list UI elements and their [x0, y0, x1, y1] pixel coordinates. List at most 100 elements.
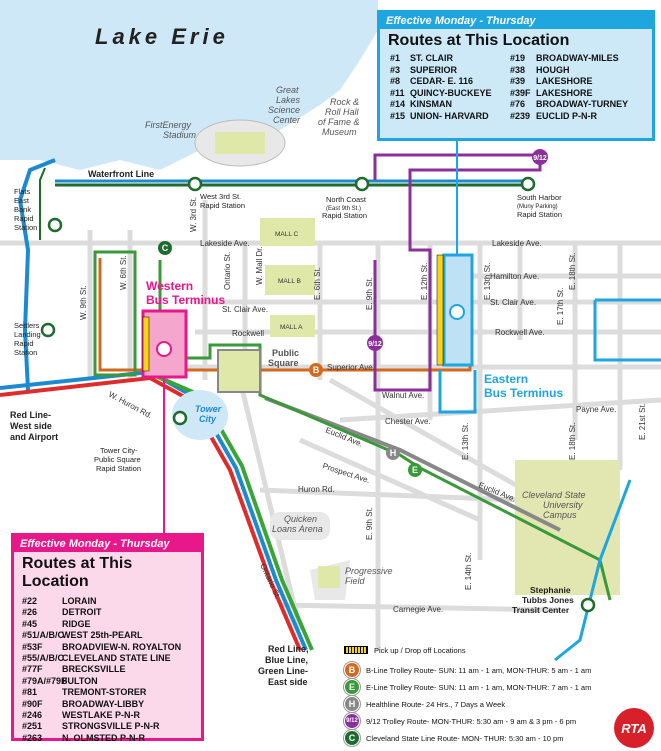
route-name: CEDAR- E. 116 — [410, 76, 474, 87]
eastern-routes-panel: Effective Monday - Thursday Routes at Th… — [377, 10, 655, 141]
route-name: TREMONT-STORER — [62, 687, 147, 698]
e13th-n: E. 13th St. — [483, 263, 492, 300]
huron: Huron Rd. — [298, 485, 334, 494]
route-name: HOUGH — [536, 64, 570, 75]
e14th: E. 14th St. — [464, 553, 473, 590]
route-number: #246 — [22, 710, 43, 721]
route-number: #3 — [390, 64, 401, 75]
stclair-w: St. Clair Ave. — [222, 305, 268, 314]
route-name: QUINCY-BUCKEYE — [410, 87, 492, 98]
tower-city-label-1: Tower — [195, 404, 222, 414]
payne: Payne Ave. — [576, 405, 616, 414]
w6th: W. 6th St. — [119, 255, 128, 290]
rock-label-2: Roll Hall — [325, 107, 360, 117]
eastern-terminus-box — [442, 253, 474, 367]
route-name: N. OLMSTED P-N-R — [62, 732, 145, 743]
route-name: DETROIT — [62, 607, 102, 618]
eastern-terminus-1: Eastern — [484, 372, 528, 386]
route-number: #39 — [510, 76, 526, 87]
west-effective-banner: Effective Monday - Thursday — [14, 536, 201, 552]
w3rd-station-1: West 3rd St. — [200, 192, 241, 201]
rock-label-4: Museum — [322, 127, 357, 137]
firstenergy-label-2: Stadium — [163, 130, 197, 140]
legend-item-text: Cleveland State Line Route- MON- THUR: 5… — [366, 733, 564, 743]
rockwell-w: Rockwell — [232, 329, 264, 338]
route-name: LORAIN — [62, 596, 97, 606]
redline-west-3: and Airport — [10, 432, 58, 442]
legend-item-text: B-Line Trolley Route- SUN: 11 am - 1 am,… — [366, 665, 592, 675]
e9th-s: E. 9th St. — [365, 507, 374, 540]
legend-item-text: E-Line Trolley Route- SUN: 11 am - 1 am,… — [366, 682, 592, 692]
chester: Chester Ave. — [385, 417, 431, 426]
lakeside-w: Lakeside Ave. — [200, 239, 250, 248]
route-name: EUCLID P-N-R — [536, 110, 597, 121]
redline-east-1: Red Line, — [268, 644, 309, 654]
science-label-2: Lakes — [276, 95, 301, 105]
svg-text:B: B — [313, 365, 320, 375]
route-number: #76 — [510, 99, 526, 110]
route-name: UNION- HARVARD — [410, 110, 489, 121]
route-number: #45 — [22, 618, 38, 629]
e13th-s: E. 13th St. — [461, 423, 470, 460]
science-label-3: Science — [268, 105, 300, 115]
flats-1: Flats — [14, 187, 31, 196]
quicken-label-1: Quicken — [284, 514, 317, 524]
mall-c — [260, 218, 315, 246]
route-number: #79A/#79B — [22, 675, 68, 686]
route-number: #90F — [22, 698, 43, 709]
e18th-s: E. 18th St. — [568, 423, 577, 460]
public-square-1: Public — [272, 348, 299, 358]
route-number: #22 — [22, 596, 38, 606]
mall-b-label: MALL B — [278, 278, 301, 285]
csu-label-2: University — [543, 500, 583, 510]
stephanie-1: Stephanie — [530, 585, 571, 595]
flats-2: East — [14, 196, 30, 205]
route-number: #51/A/B/C — [22, 630, 65, 641]
route-number: #39F — [510, 87, 531, 98]
mall-a — [270, 315, 315, 337]
route-number: #77F — [22, 664, 43, 675]
progressive-label-1: Progressive — [345, 566, 393, 576]
w-huron: W. Huron Rd. — [107, 390, 154, 420]
western-terminus-2: Bus Terminus — [146, 293, 225, 307]
e21st: E. 21st St. — [638, 403, 647, 440]
csu-label-1: Cleveland State — [522, 490, 586, 500]
settlers-3: Rapid — [14, 339, 34, 348]
route-number: #8 — [390, 76, 401, 87]
svg-text:E: E — [412, 465, 418, 475]
route-number: #251 — [22, 721, 43, 732]
route-number: #81 — [22, 687, 38, 698]
svg-text:C: C — [162, 243, 169, 253]
settlers-1: Settlers — [14, 321, 40, 330]
waterfront-line-label: Waterfront Line — [88, 169, 154, 179]
redline-east-4: East side — [268, 677, 308, 687]
route-name: CLEVELAND STATE LINE — [62, 653, 171, 664]
superior: Superior Ave. — [327, 363, 375, 372]
lakeside-e: Lakeside Ave. — [492, 239, 542, 248]
ontario-n: Ontario St. — [223, 252, 232, 290]
route-name: LAKESHORE — [536, 87, 593, 98]
svg-text:H: H — [390, 448, 397, 458]
quicken-label-2: Loans Arena — [272, 524, 323, 534]
stephanie-2: Tubbs Jones — [522, 595, 574, 605]
quicken-arena — [270, 512, 330, 540]
route-name: LAKESHORE — [536, 76, 593, 87]
settlers-4: Station — [14, 348, 37, 357]
rapid-stations — [40, 176, 596, 613]
tower-station-1: Tower City- — [100, 446, 138, 455]
route-name: RIDGE — [62, 618, 91, 629]
legend-item-text: 9/12 Trolley Route- MON-THUR: 5:30 am - … — [366, 716, 577, 726]
rta-logo: RTA — [614, 708, 654, 748]
northcoast-2: (East 9th St.) — [326, 206, 361, 212]
e18th-n: E. 18th St. — [568, 253, 577, 290]
svg-text:9/12: 9/12 — [533, 155, 547, 162]
prospect: Prospect Ave. — [321, 461, 371, 485]
carnegie: Carnegie Ave. — [393, 605, 443, 614]
science-label-4: Center — [273, 115, 301, 125]
